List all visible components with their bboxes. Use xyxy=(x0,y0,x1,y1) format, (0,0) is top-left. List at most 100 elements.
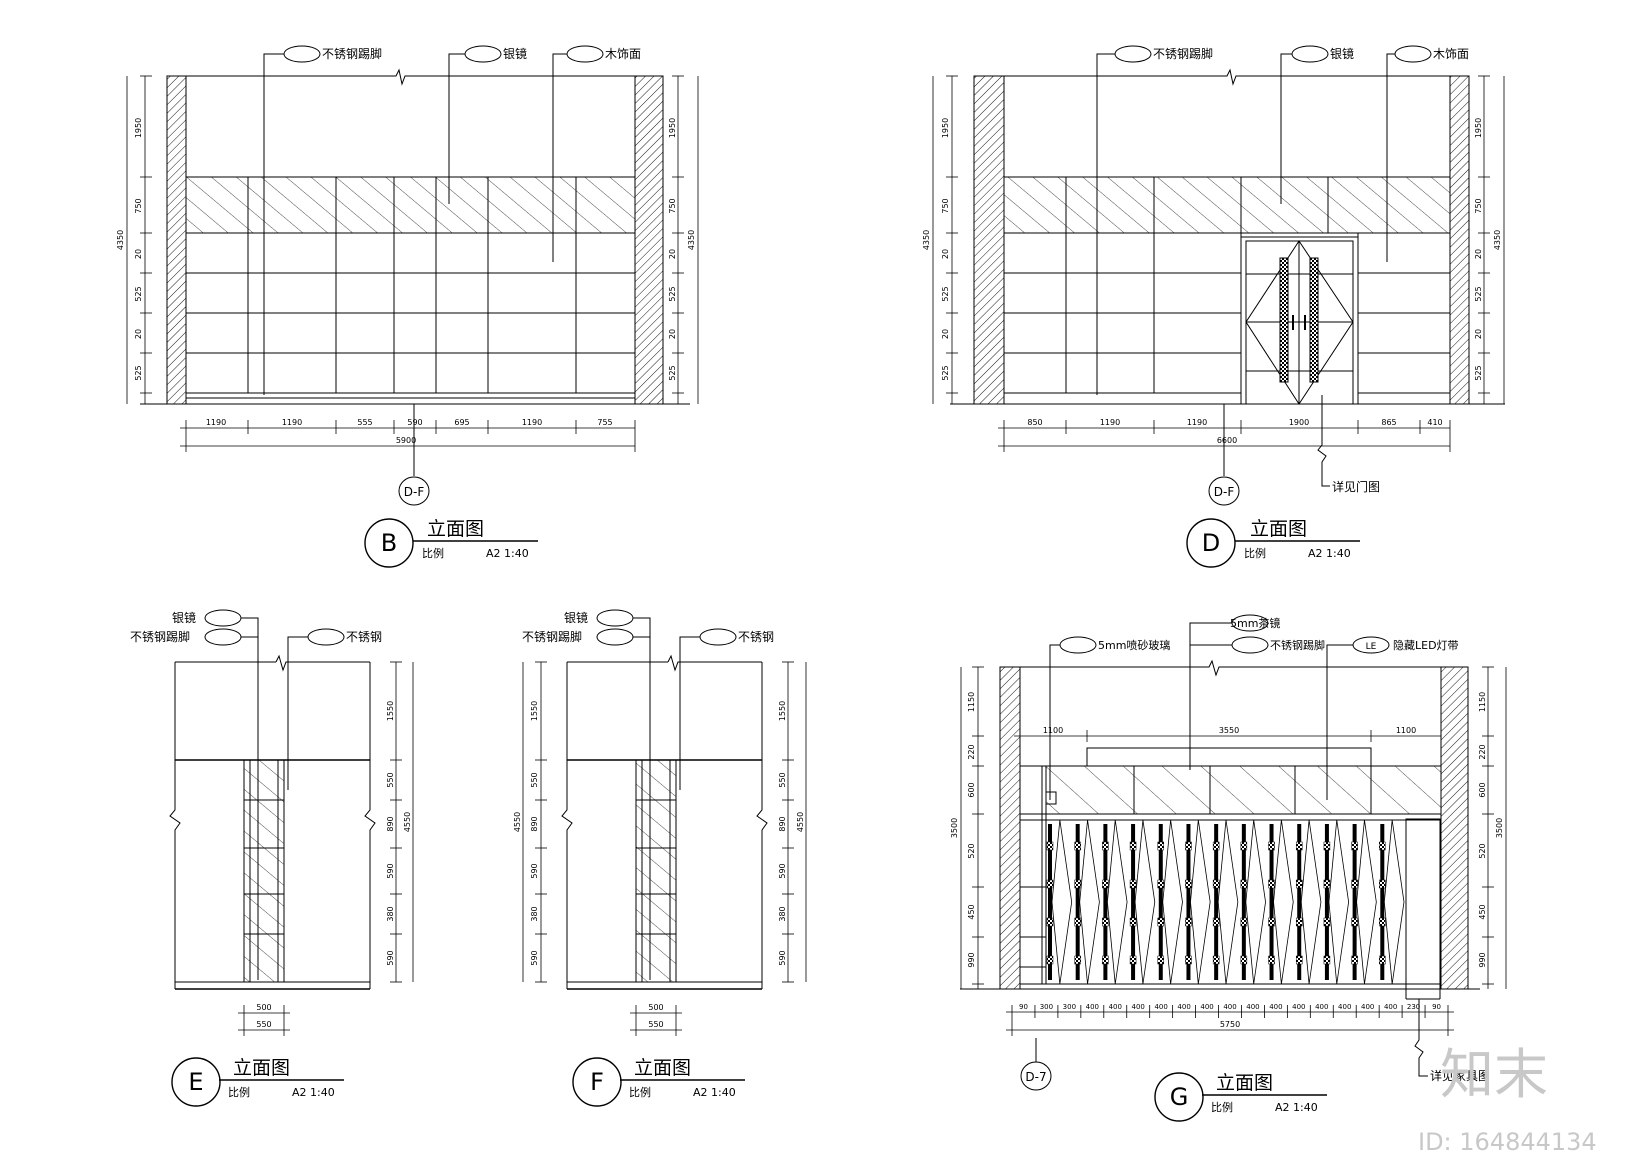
elevation-letter: G xyxy=(1170,1083,1189,1111)
dim-label: 20 xyxy=(941,249,950,259)
dim-label: 755 xyxy=(597,418,612,427)
strip-accent xyxy=(1379,955,1386,965)
note-leader xyxy=(1414,999,1428,1077)
dim-label: 600 xyxy=(1478,782,1487,797)
dim-label: 550 xyxy=(386,772,395,787)
mirror-panel xyxy=(1300,819,1322,985)
strip-accent xyxy=(1129,955,1137,965)
dim-label: 520 xyxy=(1478,843,1487,858)
mirror-strip-divisions xyxy=(636,760,676,982)
dim-label: 525 xyxy=(668,286,677,301)
vertical-strip xyxy=(1048,824,1052,980)
dim-label: 4350 xyxy=(1493,230,1502,250)
vertical-dimension-lines xyxy=(126,75,699,404)
elevation-d: 不锈钢踢脚 银镜 木饰面 详见门图 1950 750 20 525 20 525… xyxy=(922,45,1505,568)
dim-label: 990 xyxy=(967,952,976,967)
mirror-panel xyxy=(1079,819,1100,985)
strip-accent xyxy=(1379,841,1386,851)
elevation-letter-circle xyxy=(572,1057,622,1107)
elevation-letter-circle xyxy=(1186,518,1236,568)
dim-label: 300 xyxy=(1063,1003,1076,1011)
dim-label: 1900 xyxy=(1289,418,1309,427)
dim-label: 4350 xyxy=(116,230,125,250)
dim-label: 500 xyxy=(648,1003,663,1012)
vertical-strip xyxy=(1269,824,1274,980)
callout-leaders xyxy=(204,609,345,980)
elevation-letter: D xyxy=(1202,529,1220,557)
strip-accent xyxy=(1295,955,1303,965)
elevation-g: 5mm茶镜 5mm喷砂玻璃 不锈钢踢脚 LE 隐藏LED灯带 1100 3550… xyxy=(950,614,1507,1122)
dim-label: 300 xyxy=(1040,1003,1053,1011)
watermark-brand: 知末 xyxy=(1440,1043,1548,1106)
dim-label: 525 xyxy=(1474,286,1483,301)
vertical-strip xyxy=(1131,824,1136,980)
elevation-letter: B xyxy=(381,529,397,557)
strip-accent xyxy=(1351,879,1358,889)
dim-label: 20 xyxy=(668,329,677,339)
horizontal-dimension-lines xyxy=(180,420,636,452)
dim-label: 1950 xyxy=(668,118,677,138)
right-wall xyxy=(634,75,664,405)
left-wall xyxy=(999,666,1021,990)
vertical-dimension-lines xyxy=(522,661,807,983)
strip-accent xyxy=(1323,917,1331,927)
dim-label: 500 xyxy=(256,1003,271,1012)
dim-label: 1550 xyxy=(386,701,395,721)
strip-accent xyxy=(1129,879,1137,889)
dim-label: 525 xyxy=(941,365,950,380)
dim-label: 550 xyxy=(648,1020,663,1029)
double-door xyxy=(1240,236,1359,405)
dim-label: 400 xyxy=(1292,1003,1305,1011)
dim-label: 400 xyxy=(1361,1003,1374,1011)
dim-label: 5750 xyxy=(1220,1020,1240,1029)
ceiling-line xyxy=(1020,659,1441,677)
scale-label: 比例 xyxy=(1211,1100,1233,1114)
dim-label: 4350 xyxy=(922,230,931,250)
dim-label: 555 xyxy=(357,418,372,427)
mirror-panel xyxy=(1245,819,1266,985)
dim-label: 220 xyxy=(967,744,976,759)
dim-label: 1190 xyxy=(206,418,226,427)
scale-value: A2 1:40 xyxy=(292,1086,335,1099)
strip-accent xyxy=(1046,917,1054,927)
callout-label: 5mm喷砂玻璃 xyxy=(1098,638,1170,652)
dim-label: 230 xyxy=(1407,1003,1420,1011)
strip-accent xyxy=(1268,917,1275,927)
right-wall xyxy=(1449,75,1470,405)
strip-accent xyxy=(1323,841,1331,851)
scale-value: A2 1:40 xyxy=(693,1086,736,1099)
dim-label: 400 xyxy=(1200,1003,1213,1011)
door-note: 详见门图 xyxy=(1332,479,1380,494)
callout-label: 木饰面 xyxy=(1433,47,1469,61)
strip-accent xyxy=(1212,955,1220,965)
elevation-e: 银镜 不锈钢踢脚 不锈钢 1550 550 890 590 380 590 45… xyxy=(130,609,414,1107)
dim-label: 450 xyxy=(967,904,976,919)
scale-value: A2 1:40 xyxy=(1275,1101,1318,1114)
dim-label: 890 xyxy=(778,816,787,831)
strip-accent xyxy=(1295,917,1303,927)
dim-label: 20 xyxy=(134,249,143,259)
callout-label: 5mm茶镜 xyxy=(1230,616,1280,630)
callout-label: 银镜 xyxy=(1330,46,1354,61)
dim-label: 4550 xyxy=(513,812,522,832)
strip-accent xyxy=(1240,955,1248,965)
dim-label: 750 xyxy=(668,198,677,213)
strip-accent xyxy=(1129,917,1137,927)
strip-accent xyxy=(1323,879,1331,889)
strip-accent xyxy=(1185,841,1192,851)
dim-label: 525 xyxy=(1474,365,1483,380)
dim-label: 400 xyxy=(1269,1003,1282,1011)
left-wall xyxy=(973,75,1005,405)
strip-accent xyxy=(1212,917,1220,927)
dim-label: 20 xyxy=(941,329,950,339)
dim-label: 400 xyxy=(1132,1003,1145,1011)
vertical-strip xyxy=(1214,824,1219,980)
dim-label: 400 xyxy=(1086,1003,1099,1011)
strip-accent xyxy=(1240,917,1248,927)
section-tag: D-7 xyxy=(1025,1070,1046,1084)
vertical-strip xyxy=(1297,824,1302,980)
dim-label: 1190 xyxy=(1187,418,1207,427)
dim-label: 20 xyxy=(668,249,677,259)
dim-label: 865 xyxy=(1381,418,1396,427)
